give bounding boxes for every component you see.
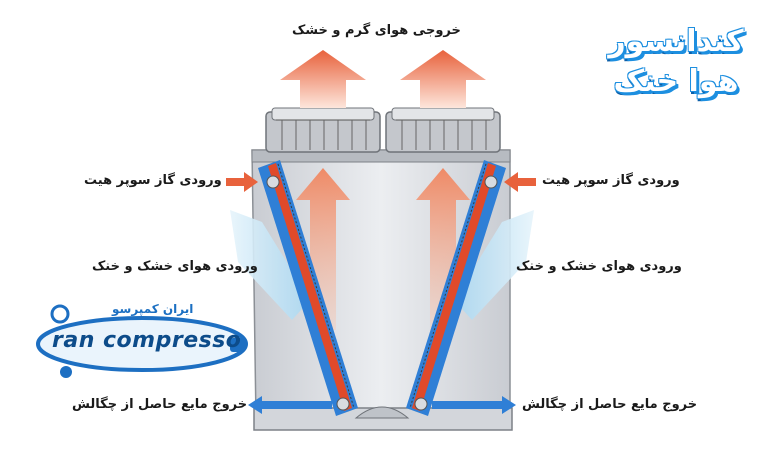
coil-right bbox=[406, 160, 506, 416]
logo-subtitle: ایران کمپرسو bbox=[112, 302, 194, 316]
title-line-1: کندانسور bbox=[608, 24, 744, 59]
brand-logo: ایران کمپرسو ran compresso bbox=[30, 298, 252, 386]
inner-hot-arrow-right bbox=[416, 168, 470, 330]
title-line-2: هوا خنک bbox=[613, 64, 739, 99]
gas-in-arrow-left bbox=[226, 172, 258, 192]
logo-name: ran compresso bbox=[52, 328, 242, 353]
label-gas-in-right: ورودی گاز سوپر هیت bbox=[542, 173, 680, 188]
liquid-out-arrow-right bbox=[432, 396, 516, 414]
page-title: کندانسور هوا خنک bbox=[588, 22, 764, 102]
hot-air-arrow-left bbox=[280, 50, 366, 108]
casing-top-ledge bbox=[251, 149, 511, 163]
label-gas-in-left: ورودی گاز سوپر هیت bbox=[84, 173, 222, 188]
fan-right bbox=[385, 107, 501, 153]
logo-shape bbox=[36, 304, 248, 378]
fan-left bbox=[265, 107, 381, 153]
gas-in-arrow-right bbox=[504, 172, 536, 192]
center-drain bbox=[354, 406, 410, 419]
inner-hot-arrow-left bbox=[296, 168, 350, 330]
cold-air-arrow-left bbox=[230, 210, 310, 320]
label-air-in-left: ورودی هوای خشک و خنک bbox=[92, 259, 258, 274]
label-liquid-out-right: خروج مایع حاصل از چگالش bbox=[522, 397, 698, 412]
label-air-in-right: ورودی هوای خشک و خنک bbox=[516, 259, 682, 274]
label-hot-air-out: خروجی هوای گرم و خشک bbox=[292, 23, 461, 38]
coil-left bbox=[258, 160, 358, 416]
liquid-out-arrow-left bbox=[248, 396, 332, 414]
hot-air-arrow-right bbox=[400, 50, 486, 108]
label-liquid-out-left: خروج مایع حاصل از چگالش bbox=[72, 397, 248, 412]
cold-air-arrow-right bbox=[454, 210, 534, 320]
